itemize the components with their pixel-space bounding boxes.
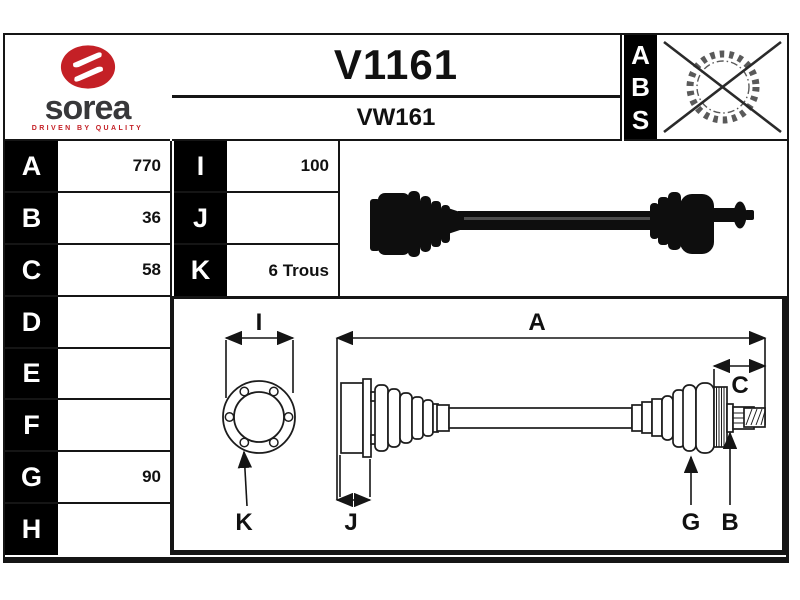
crossed-gear-icon bbox=[663, 40, 782, 134]
spec-table-left: A 770 B 36 C 58 D E F G 90 H bbox=[5, 141, 172, 555]
table-row: G 90 bbox=[5, 452, 170, 504]
spec-label: K bbox=[174, 245, 227, 296]
brand-tagline: DRIVEN BY QUALITY bbox=[31, 124, 144, 132]
table-row: K 6 Trous bbox=[174, 245, 338, 296]
spec-value: 90 bbox=[62, 452, 170, 502]
table-row: J bbox=[174, 193, 338, 245]
spec-value bbox=[62, 400, 170, 450]
spec-value: 770 bbox=[62, 141, 170, 191]
abs-label-block: A B S bbox=[624, 35, 657, 141]
abs-letter-a: A bbox=[631, 39, 650, 70]
spec-label: H bbox=[5, 504, 58, 555]
abs-letter-s: S bbox=[631, 104, 650, 135]
driveshaft-diagram: I K A J bbox=[222, 309, 767, 536]
spec-label: A bbox=[5, 141, 58, 191]
table-row: D bbox=[5, 297, 170, 349]
dim-label-b: B bbox=[721, 509, 738, 536]
dim-label-c: C bbox=[731, 372, 748, 399]
dim-label-a: A bbox=[528, 309, 545, 336]
spec-label: B bbox=[5, 193, 58, 243]
spec-label: E bbox=[5, 349, 58, 398]
table-row: H bbox=[5, 504, 170, 555]
shaft-highlight bbox=[464, 217, 650, 220]
spec-value bbox=[62, 297, 170, 347]
table-row: A 770 bbox=[5, 141, 170, 193]
abs-letter-b: B bbox=[631, 72, 650, 102]
dimension-j bbox=[335, 455, 372, 508]
sorea-s-oval-icon bbox=[60, 44, 115, 89]
spec-value bbox=[62, 504, 170, 555]
dim-label-j: J bbox=[344, 509, 357, 536]
product-photo-cell bbox=[340, 141, 787, 296]
table-row: B 36 bbox=[5, 193, 170, 245]
driveshaft-side-view bbox=[340, 378, 766, 458]
table-row: F bbox=[5, 400, 170, 452]
thread-hatch bbox=[745, 408, 766, 426]
brand-name: sorea bbox=[44, 88, 132, 127]
spec-value bbox=[62, 349, 170, 398]
table-row: C 58 bbox=[5, 245, 170, 297]
leader-k bbox=[237, 450, 253, 507]
dimension-i bbox=[224, 330, 295, 398]
spec-label: F bbox=[5, 400, 58, 450]
abs-ring-cell bbox=[657, 35, 787, 141]
spec-value: 58 bbox=[62, 245, 170, 295]
spec-label: D bbox=[5, 297, 58, 347]
driveshaft-photo bbox=[370, 191, 754, 257]
title-cell: V1161 VW161 bbox=[172, 35, 622, 141]
flange-front-view bbox=[222, 380, 296, 454]
spec-label: C bbox=[5, 245, 58, 295]
spec-label: I bbox=[174, 141, 227, 191]
dim-label-g: G bbox=[682, 509, 701, 536]
oe-reference: VW161 bbox=[356, 103, 436, 131]
brand-logo: sorea DRIVEN BY QUALITY bbox=[5, 35, 170, 141]
spec-value: 100 bbox=[231, 141, 338, 191]
part-number: V1161 bbox=[172, 35, 620, 98]
table-row: I 100 bbox=[174, 141, 338, 193]
dim-label-i: I bbox=[256, 309, 263, 336]
technical-drawing-panel: I K A J bbox=[171, 296, 787, 555]
spec-value bbox=[231, 193, 338, 243]
dim-label-k: K bbox=[235, 509, 253, 536]
spec-table-mid: I 100 J K 6 Trous bbox=[174, 141, 340, 296]
table-row: E bbox=[5, 349, 170, 400]
spec-label: G bbox=[5, 452, 58, 502]
spec-value: 36 bbox=[62, 193, 170, 243]
spec-label: J bbox=[174, 193, 227, 243]
spec-value: 6 Trous bbox=[231, 245, 338, 296]
